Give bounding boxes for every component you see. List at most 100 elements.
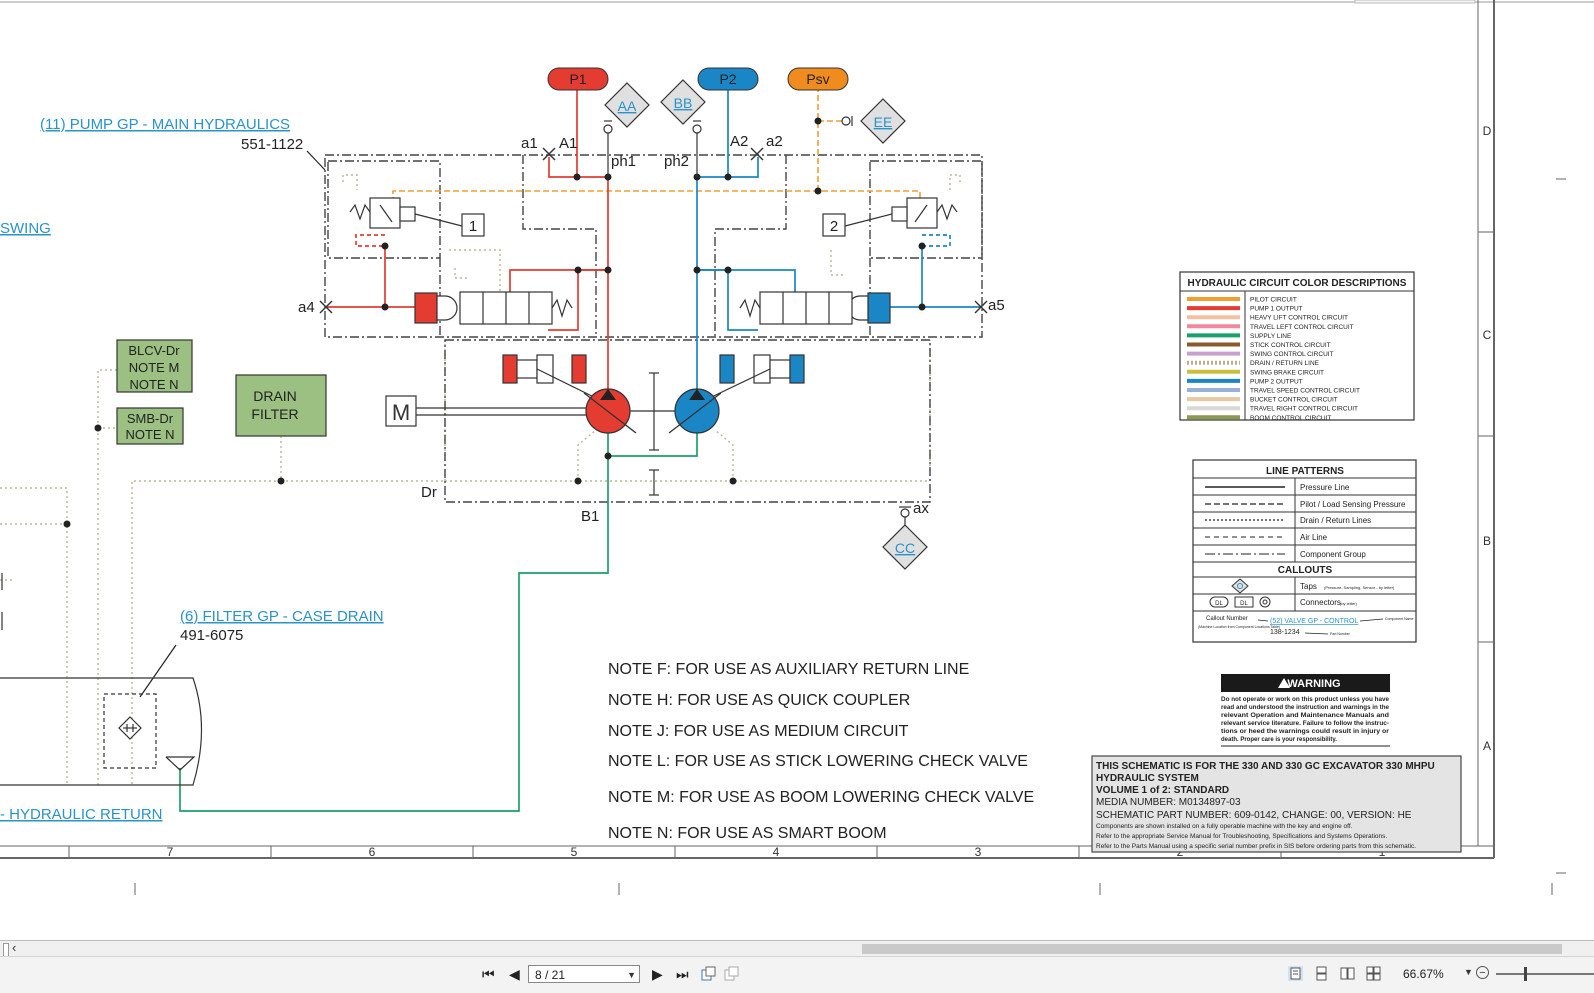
svg-text:EE: EE (874, 114, 893, 130)
ruler-row-c: C (1483, 328, 1492, 342)
left-servo-cylinder (502, 354, 609, 405)
callout-taps: Taps (1300, 582, 1317, 591)
line-patterns-legend: LINE PATTERNS Pressure Line Pilot / Load… (1192, 459, 1417, 643)
pilot-lines (392, 88, 921, 212)
port-label-a5: a5 (988, 297, 1005, 314)
continuous-facing-view-icon[interactable] (1366, 966, 1381, 981)
callout-example-link: (52) VALVE GP - CONTROL (1270, 618, 1358, 625)
facing-view-icon[interactable] (1340, 966, 1355, 981)
svg-text:NOTE M: NOTE M (129, 360, 180, 375)
legend-label: TRAVEL RIGHT CONTROL CIRCUIT (1250, 406, 1358, 413)
previous-view-icon[interactable] (701, 966, 716, 981)
port-p2[interactable]: P2 (697, 67, 759, 91)
svg-text:1: 1 (469, 218, 477, 235)
supply-line (179, 418, 698, 812)
legend-label: BOOM CONTROL CIRCUIT (1250, 415, 1331, 422)
warning-title: WARNING (1287, 678, 1340, 690)
port-label-a2: a2 (766, 133, 783, 150)
legend-label: STICK CONTROL CIRCUIT (1250, 342, 1331, 349)
legend-label: BUCKET CONTROL CIRCUIT (1250, 397, 1338, 404)
port-label-A1: A1 (559, 135, 577, 152)
svg-text:FILTER: FILTER (251, 406, 298, 422)
pump-part-number: 551-1122 (241, 136, 303, 153)
right-servo-cylinder (696, 354, 805, 405)
svg-text:NOTE N: NOTE N (129, 377, 178, 392)
port-label-dr: Dr (421, 484, 437, 501)
port-label-ph2: ph2 (664, 153, 689, 170)
pattern-component-group: Component Group (1300, 550, 1366, 559)
ruler-row-a: A (1483, 739, 1491, 753)
junction-dots (63, 117, 926, 528)
callout-taps-sub: (Pressure, Sampling, Sensor - by letter) (1324, 585, 1395, 590)
swing-link[interactable]: SWING (0, 220, 51, 237)
tap-bb[interactable]: BB (660, 79, 706, 125)
legend-label: PUMP 1 OUTPUT (1250, 306, 1303, 313)
scroll-thumb[interactable] (862, 944, 1562, 954)
zoom-dropdown-icon[interactable]: ▼ (1464, 967, 1473, 977)
legend-label: DRAIN / RETURN LINE (1250, 360, 1320, 367)
first-page-icon[interactable]: ⏮ (482, 966, 495, 982)
svg-text:CC: CC (895, 540, 915, 556)
previous-page-icon[interactable]: ◀ (509, 966, 520, 982)
zoom-level[interactable]: 66.67% (1403, 967, 1444, 981)
port-label-A2: A2 (730, 133, 748, 150)
single-page-view-icon[interactable] (1288, 966, 1303, 981)
filter-part-number: 491-6075 (180, 627, 243, 644)
port-label-a4: a4 (298, 299, 315, 316)
tap-connectors (603, 116, 911, 525)
zoom-out-icon[interactable]: − (1476, 966, 1489, 979)
hydraulic-return-link[interactable]: - HYDRAULIC RETURN (0, 806, 163, 823)
tap-cc[interactable]: CC (882, 524, 928, 570)
chevron-down-icon: ▼ (627, 970, 636, 980)
last-page-icon[interactable]: ⏭ (676, 966, 689, 982)
color-legend-title: HYDRAULIC CIRCUIT COLOR DESCRIPTIONS (1188, 278, 1407, 289)
callout-component-name: Component Name (1385, 617, 1413, 621)
ruler-row-b: B (1483, 534, 1491, 548)
legend-label: TRAVEL SPEED CONTROL CIRCUIT (1250, 388, 1360, 395)
note-j: NOTE J: FOR USE AS MEDIUM CIRCUIT (608, 723, 909, 740)
svg-text:tions or heed the warnings cou: tions or heed the warnings could result … (1221, 729, 1390, 735)
scroll-left-icon[interactable]: ‹ (12, 940, 17, 955)
horizontal-scrollbar[interactable]: ‹ (0, 940, 1594, 957)
drain-filter-box: DRAIN FILTER (235, 374, 327, 437)
pattern-drain: Drain / Return Lines (1300, 516, 1371, 525)
legend-label: HEAVY LIFT CONTROL CIRCUIT (1250, 315, 1348, 322)
svg-text:relevant Operation and Mainten: relevant Operation and Maintenance Manua… (1221, 713, 1389, 719)
svg-text:DRAIN: DRAIN (253, 388, 297, 404)
legend-label: SUPPLY LINE (1250, 333, 1292, 340)
pump-1 (583, 388, 637, 434)
next-page-icon[interactable]: ▶ (652, 966, 663, 982)
ruler-col-3: 3 (975, 845, 982, 859)
filter-group-link[interactable]: (6) FILTER GP - CASE DRAIN (180, 608, 384, 625)
port-label-a1: a1 (521, 135, 538, 152)
callout-number-label: Callout Number (1206, 616, 1248, 622)
svg-text:death. Proper care is your res: death. Proper care is your responsibilit… (1221, 737, 1337, 743)
marker-1: 1 (461, 213, 485, 237)
page-number-value: 8 / 21 (535, 968, 566, 982)
pump-group-link[interactable]: (11) PUMP GP - MAIN HYDRAULICS (40, 116, 290, 133)
tap-aa[interactable]: AA (604, 82, 650, 128)
ruler-row-d: D (1483, 124, 1492, 138)
callouts-title: CALLOUTS (1278, 565, 1333, 576)
note-n: NOTE N: FOR USE AS SMART BOOM (608, 825, 887, 842)
right-relief-valve (844, 197, 958, 229)
ruler-col-7: 7 (167, 845, 174, 859)
continuous-view-icon[interactable] (1314, 966, 1329, 981)
svg-text:HYDRAULIC SYSTEM: HYDRAULIC SYSTEM (1096, 773, 1199, 784)
callout-example-part: 138-1234 (1270, 629, 1300, 636)
next-view-icon[interactable] (724, 966, 739, 981)
port-p1[interactable]: P1 (547, 67, 609, 91)
svg-text:2: 2 (830, 218, 838, 235)
zoom-slider-handle[interactable] (1524, 967, 1527, 981)
zoom-slider-track[interactable] (1496, 973, 1594, 975)
port-label-ax: ax (913, 500, 929, 517)
port-psv[interactable]: Psv (787, 67, 849, 91)
callout-connectors: Connectors (1300, 598, 1341, 607)
page-number-input[interactable]: 8 / 21 ▼ (528, 965, 640, 983)
svg-text:VOLUME 1 of 2: STANDARD: VOLUME 1 of 2: STANDARD (1096, 785, 1229, 796)
tap-ee[interactable]: EE (860, 98, 906, 144)
svg-text:SCHEMATIC PART NUMBER: 609-014: SCHEMATIC PART NUMBER: 609-0142, CHANGE:… (1096, 810, 1412, 821)
pattern-pressure: Pressure Line (1300, 483, 1350, 492)
connector-dl-2: DL (1240, 601, 1248, 607)
legend-label: PILOT CIRCUIT (1250, 297, 1297, 304)
